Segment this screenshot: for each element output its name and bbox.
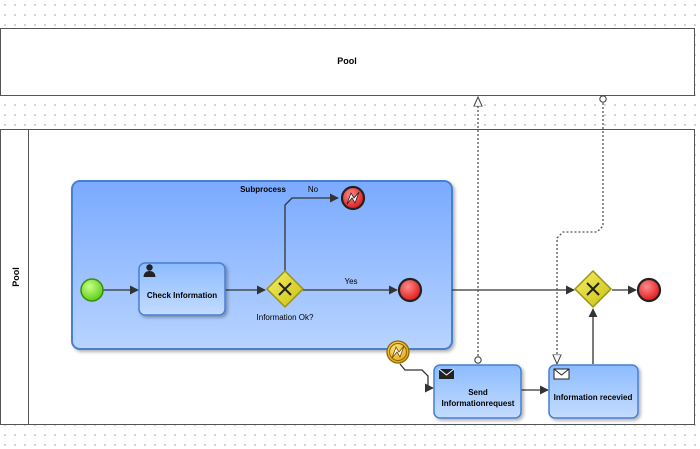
message-flows xyxy=(478,97,603,364)
task-information-received[interactable]: Information recevied xyxy=(548,364,639,419)
subprocess-label: Subprocess xyxy=(240,185,286,194)
flow-yes-label: Yes xyxy=(344,277,357,286)
gateway-information-ok[interactable]: Information Ok? xyxy=(257,269,314,322)
task-check-information-label: Check Information xyxy=(147,291,217,300)
top-pool-label: Pool xyxy=(337,56,357,66)
envelope-icon xyxy=(438,368,455,379)
task-information-received-label: Information recevied xyxy=(554,393,633,402)
lightning-icon xyxy=(346,191,360,205)
subprocess-end-event[interactable] xyxy=(397,277,423,303)
final-end-event[interactable] xyxy=(636,277,662,303)
user-icon xyxy=(143,264,156,277)
main-pool-label: Pool xyxy=(11,267,21,287)
flow-intermediate-to-send xyxy=(399,363,434,393)
gateway-label: Information Ok? xyxy=(257,313,314,322)
lightning-icon xyxy=(391,345,405,359)
flow-no-label: No xyxy=(308,185,319,194)
task-send-informationrequest[interactable]: Send Informationrequest xyxy=(433,364,522,419)
flow-gateway-no xyxy=(284,193,339,272)
subprocess[interactable]: Subprocess xyxy=(71,180,453,350)
x-icon xyxy=(278,282,292,296)
task-send-label-line1: Send xyxy=(468,388,488,397)
message-flow-response xyxy=(557,99,603,364)
x-icon xyxy=(586,282,600,296)
top-pool[interactable]: Pool xyxy=(0,28,695,96)
boundary-error-event[interactable] xyxy=(386,340,410,364)
error-end-event[interactable] xyxy=(340,185,366,211)
envelope-icon xyxy=(553,368,570,380)
start-event[interactable] xyxy=(80,278,104,302)
gateway-join[interactable] xyxy=(573,269,613,309)
task-send-label-line2: Informationrequest xyxy=(442,399,515,408)
task-check-information[interactable]: Check Information xyxy=(138,262,226,316)
